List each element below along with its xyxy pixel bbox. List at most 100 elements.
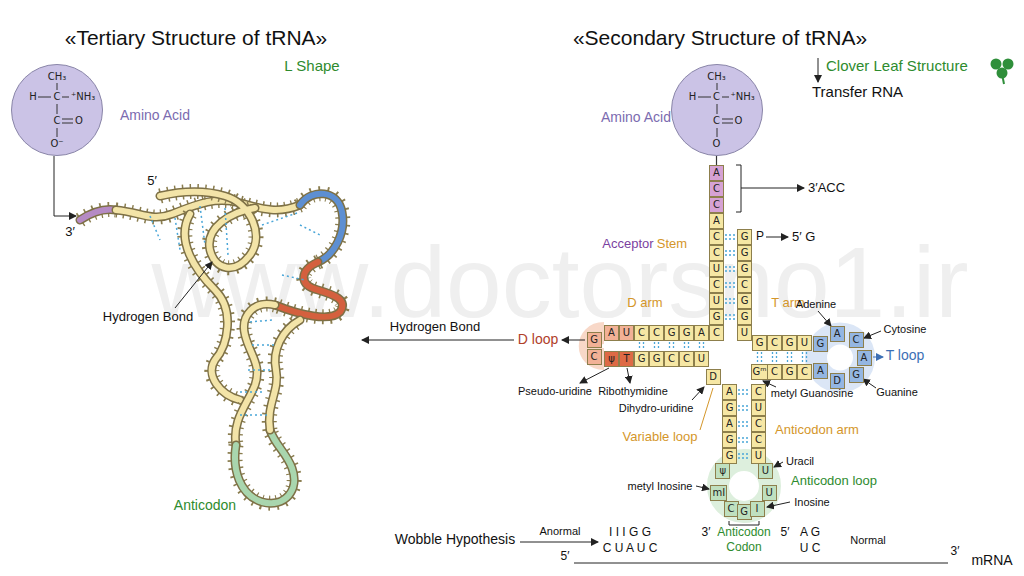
nucleotide-box: G — [737, 261, 752, 277]
base-letter: C — [771, 366, 778, 377]
base-letter: G — [740, 506, 748, 517]
bond-line — [716, 156, 717, 165]
nucleotide-box: U — [751, 400, 766, 416]
nucleotide-box: U — [737, 325, 752, 341]
nucleotide-box: G — [737, 293, 752, 309]
label: Variable loop — [623, 430, 698, 445]
base-letter: A — [713, 215, 720, 226]
base-letter: U — [762, 465, 769, 476]
nucleotide-box: A — [857, 350, 872, 366]
label: «Secondary Structure of tRNA» — [573, 26, 867, 50]
label: 5′ — [781, 526, 790, 540]
chem-text: ⁺NH₃ — [71, 92, 95, 102]
base-letter: C — [801, 366, 808, 377]
base-letter: C — [713, 199, 720, 210]
base-letter: G — [653, 353, 661, 364]
nucleotide-box: C — [709, 245, 724, 261]
label: Dihydro-uridine — [619, 402, 694, 415]
base-letter: A — [817, 365, 824, 376]
label: P — [756, 230, 764, 244]
nucleotide-box: G — [737, 229, 752, 245]
label: C U A U C — [603, 542, 658, 556]
base-letter: U — [765, 487, 772, 498]
nucleotide-box: G — [722, 400, 737, 416]
chem-text: CH₃ — [48, 72, 67, 82]
label: Amino Acid — [601, 109, 671, 125]
label: Transfer RNA — [812, 83, 903, 100]
nucleotide-box: U — [797, 335, 812, 351]
nucleotide-box: A — [604, 325, 619, 341]
nucleotide-box: A — [722, 416, 737, 432]
nucleotide-box: U — [619, 325, 634, 341]
nucleotide-box: G — [752, 335, 767, 351]
nucleotide-box: G — [722, 432, 737, 448]
chem-text: ⁺NH₃ — [731, 92, 755, 102]
base-letter: A — [698, 327, 705, 338]
base-letter: A — [713, 167, 720, 178]
nucleotide-box: C — [709, 325, 724, 341]
base-letter: T — [623, 353, 629, 364]
label: A G — [800, 526, 820, 540]
base-letter: C — [713, 327, 720, 338]
nucleotide-box: U — [709, 293, 724, 309]
chem-text: H — [29, 92, 37, 102]
nucleotide-box: D — [830, 373, 845, 389]
nucleotide-box: A — [813, 363, 828, 379]
nucleotide-box: C — [737, 277, 752, 293]
label: Hydrogen Bond — [390, 320, 480, 335]
label: Wobble Hypothesis — [395, 531, 515, 547]
watermark: www.doctorsno1.ir — [152, 225, 969, 340]
chem-text: O — [75, 116, 83, 126]
nucleotide-box: G — [737, 245, 752, 261]
nucleotide-box: G — [782, 335, 797, 351]
nucleotide-box: C — [751, 416, 766, 432]
nucleotide-box: A — [722, 384, 737, 400]
chem-text: C — [713, 116, 720, 126]
chem-text: O — [735, 116, 743, 126]
base-letter: C — [668, 353, 675, 364]
nucleotide-box: G — [587, 332, 602, 348]
chem-text: C — [54, 92, 61, 102]
label: I I I G G — [609, 526, 651, 540]
nucleotide-box: C — [767, 335, 782, 351]
label: 5′ G — [792, 230, 815, 245]
nucleotide-box: A — [830, 326, 845, 342]
nucleotide-box: C — [849, 332, 864, 348]
base-letter: C — [771, 337, 778, 348]
nucleotide-box: C — [679, 351, 694, 367]
label: Stem — [657, 237, 687, 252]
base-letter: C — [755, 434, 762, 445]
label: Anticodon arm — [775, 423, 859, 438]
base-letter: C — [713, 231, 720, 242]
base-letter: U — [741, 327, 748, 338]
base-letter: G — [638, 353, 646, 364]
nucleotide-box: C — [587, 349, 602, 365]
nucleotide-box: mI — [710, 485, 727, 501]
base-letter: G — [726, 450, 734, 461]
base-letter: C — [713, 279, 720, 290]
label: Uracil — [786, 455, 814, 468]
base-letter: mI — [713, 487, 726, 498]
label: Ribothymidine — [598, 385, 668, 398]
base-letter: C — [683, 353, 690, 364]
base-letter: ψ — [719, 465, 726, 476]
chem-text: O⁻ — [50, 139, 63, 149]
label: 3′ACC — [808, 181, 845, 196]
base-letter: G — [590, 334, 598, 345]
base-letter: D — [709, 371, 717, 382]
base-letter: U — [713, 263, 720, 274]
label: T loop — [886, 347, 925, 363]
nucleotide-box: ψ — [604, 351, 619, 367]
nucleotide-box: G — [634, 351, 649, 367]
nucleotide-box: G — [709, 309, 724, 325]
base-letter: C — [728, 503, 735, 514]
nucleotide-box: A — [709, 165, 724, 181]
base-letter: G — [726, 402, 734, 413]
base-letter: G — [756, 337, 764, 348]
nucleotide-box: U — [758, 463, 773, 479]
label: Acceptor — [602, 237, 653, 252]
nucleotide-box: I — [750, 501, 765, 517]
base-letter: C — [853, 334, 860, 345]
nucleotide-box: ψ — [715, 463, 730, 479]
label: 5′ — [561, 550, 570, 564]
